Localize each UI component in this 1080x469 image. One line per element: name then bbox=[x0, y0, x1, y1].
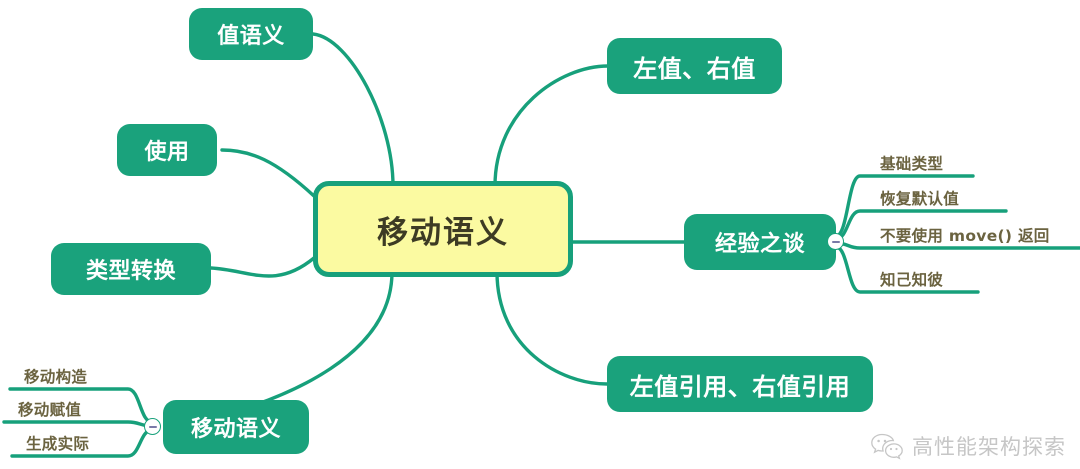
leaf-label: 生成实际 bbox=[26, 435, 90, 453]
branch-node-yi-dong-yu-yi[interactable]: 移动语义 bbox=[163, 400, 309, 454]
branch-node-zuo-zhi-yin-yong[interactable]: 左值引用、右值引用 bbox=[607, 356, 873, 412]
connector-root-to-zuo-zhi-you-zhi bbox=[493, 64, 610, 188]
leaf-label: 移动赋值 bbox=[18, 401, 82, 419]
branch-label-zuo-zhi-you-zhi: 左值、右值 bbox=[633, 54, 756, 83]
experience-collapse-toggle[interactable] bbox=[827, 233, 844, 250]
connector-root-to-zuo-zhi-yin-yong bbox=[495, 270, 609, 386]
leaf-label: 基础类型 bbox=[880, 155, 944, 173]
branch-label-jing-yan-zhi-tan: 经验之谈 bbox=[714, 232, 805, 257]
branch-label-lei-xing-zhuan-huan: 类型转换 bbox=[85, 259, 176, 284]
connector-move-to-leaf-1 bbox=[2, 420, 154, 428]
leaf-experience-0[interactable]: 基础类型 bbox=[880, 152, 943, 174]
minus-icon bbox=[831, 240, 840, 243]
minus-icon bbox=[148, 425, 157, 428]
branch-node-lei-xing-zhuan-huan[interactable]: 类型转换 bbox=[51, 243, 211, 295]
leaf-label: 恢复默认值 bbox=[880, 190, 960, 208]
branch-node-jing-yan-zhi-tan[interactable]: 经验之谈 bbox=[684, 214, 836, 270]
leaf-experience-2[interactable]: 不要使用 move() 返回 bbox=[880, 224, 1050, 246]
connector-root-to-shi-yong bbox=[220, 148, 316, 198]
watermark: 高性能架构探索 bbox=[870, 431, 1066, 461]
watermark-text: 高性能架构探索 bbox=[912, 435, 1066, 459]
move-semantics-collapse-toggle[interactable] bbox=[144, 418, 161, 435]
leaf-move-0[interactable]: 移动构造 bbox=[24, 365, 87, 387]
branch-label-zhi-yu-yi: 值语义 bbox=[217, 24, 285, 49]
leaf-experience-3[interactable]: 知己知彼 bbox=[880, 268, 943, 290]
branch-node-shi-yong[interactable]: 使用 bbox=[117, 124, 217, 176]
leaf-label: 不要使用 move() 返回 bbox=[880, 227, 1050, 245]
root-node[interactable]: 移动语义 bbox=[313, 181, 573, 277]
root-node-label: 移动语义 bbox=[377, 214, 509, 251]
leaf-label: 知己知彼 bbox=[880, 271, 944, 289]
branch-node-zhi-yu-yi[interactable]: 值语义 bbox=[189, 8, 313, 60]
leaf-label: 移动构造 bbox=[24, 368, 88, 386]
leaf-experience-1[interactable]: 恢复默认值 bbox=[880, 187, 959, 209]
branch-label-yi-dong-yu-yi: 移动语义 bbox=[190, 417, 281, 442]
wechat-icon bbox=[871, 433, 903, 460]
leaf-move-2[interactable]: 生成实际 bbox=[26, 432, 89, 454]
branch-label-shi-yong: 使用 bbox=[144, 140, 190, 165]
connector-root-to-zhi-yu-yi bbox=[311, 32, 395, 188]
leaf-move-1[interactable]: 移动赋值 bbox=[18, 398, 81, 420]
branch-node-zuo-zhi-you-zhi[interactable]: 左值、右值 bbox=[607, 38, 782, 94]
connector-root-to-lei-xing-zhuan-huan bbox=[209, 256, 316, 278]
branch-label-zuo-zhi-yin-yong: 左值引用、右值引用 bbox=[629, 372, 851, 401]
